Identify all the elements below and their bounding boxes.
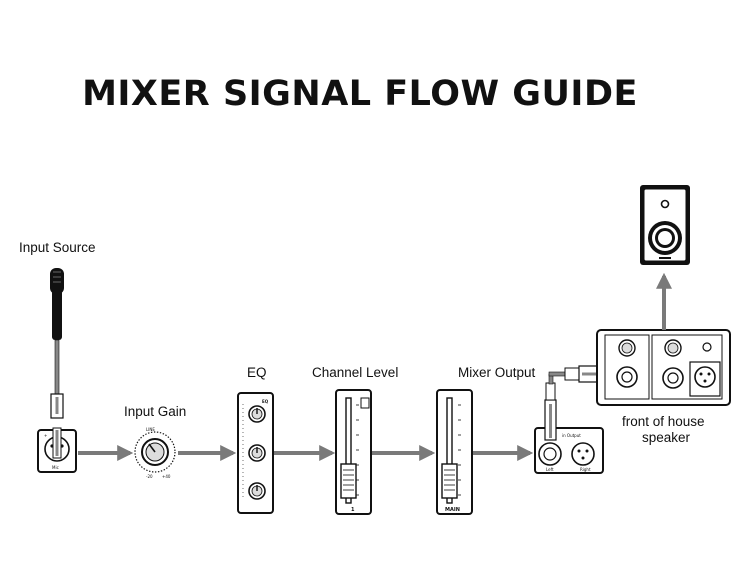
main-fader-icon: MAIN (436, 389, 473, 515)
channel-level-label: Channel Level (312, 365, 399, 380)
speaker-label-line1: front of house (622, 414, 705, 429)
svg-text:LINE: LINE (146, 427, 155, 432)
mic-cable (50, 339, 64, 419)
microphone-icon (50, 268, 64, 340)
svg-text:+40: +40 (162, 474, 171, 479)
channel-fader-icon: 1 (335, 389, 372, 515)
svg-text:+: + (44, 433, 47, 438)
svg-text:MAIN: MAIN (445, 507, 460, 513)
input-source-label: Input Source (19, 240, 96, 255)
page-title: MIXER SIGNAL FLOW GUIDE (82, 74, 638, 114)
speaker-icon (640, 185, 690, 265)
mixer-output-label: Mixer Output (458, 365, 536, 380)
svg-text:in Output: in Output (562, 433, 581, 438)
svg-text:Left: Left (546, 467, 554, 472)
svg-text:EQ: EQ (262, 399, 269, 404)
svg-text:Right: Right (580, 467, 591, 472)
svg-text:1: 1 (351, 507, 355, 513)
svg-text:-20: -20 (146, 474, 153, 479)
svg-text:Mic: Mic (52, 465, 59, 470)
speaker-label-line2: speaker (642, 430, 691, 445)
eq-label: EQ (247, 365, 267, 380)
input-jack-icon: + Mic (37, 427, 77, 473)
speaker-rear-panel-icon (596, 329, 731, 406)
gain-knob-icon: LINE -20 +40 (134, 427, 176, 479)
eq-panel-icon: EQ (237, 392, 274, 514)
input-gain-label: Input Gain (124, 404, 187, 419)
